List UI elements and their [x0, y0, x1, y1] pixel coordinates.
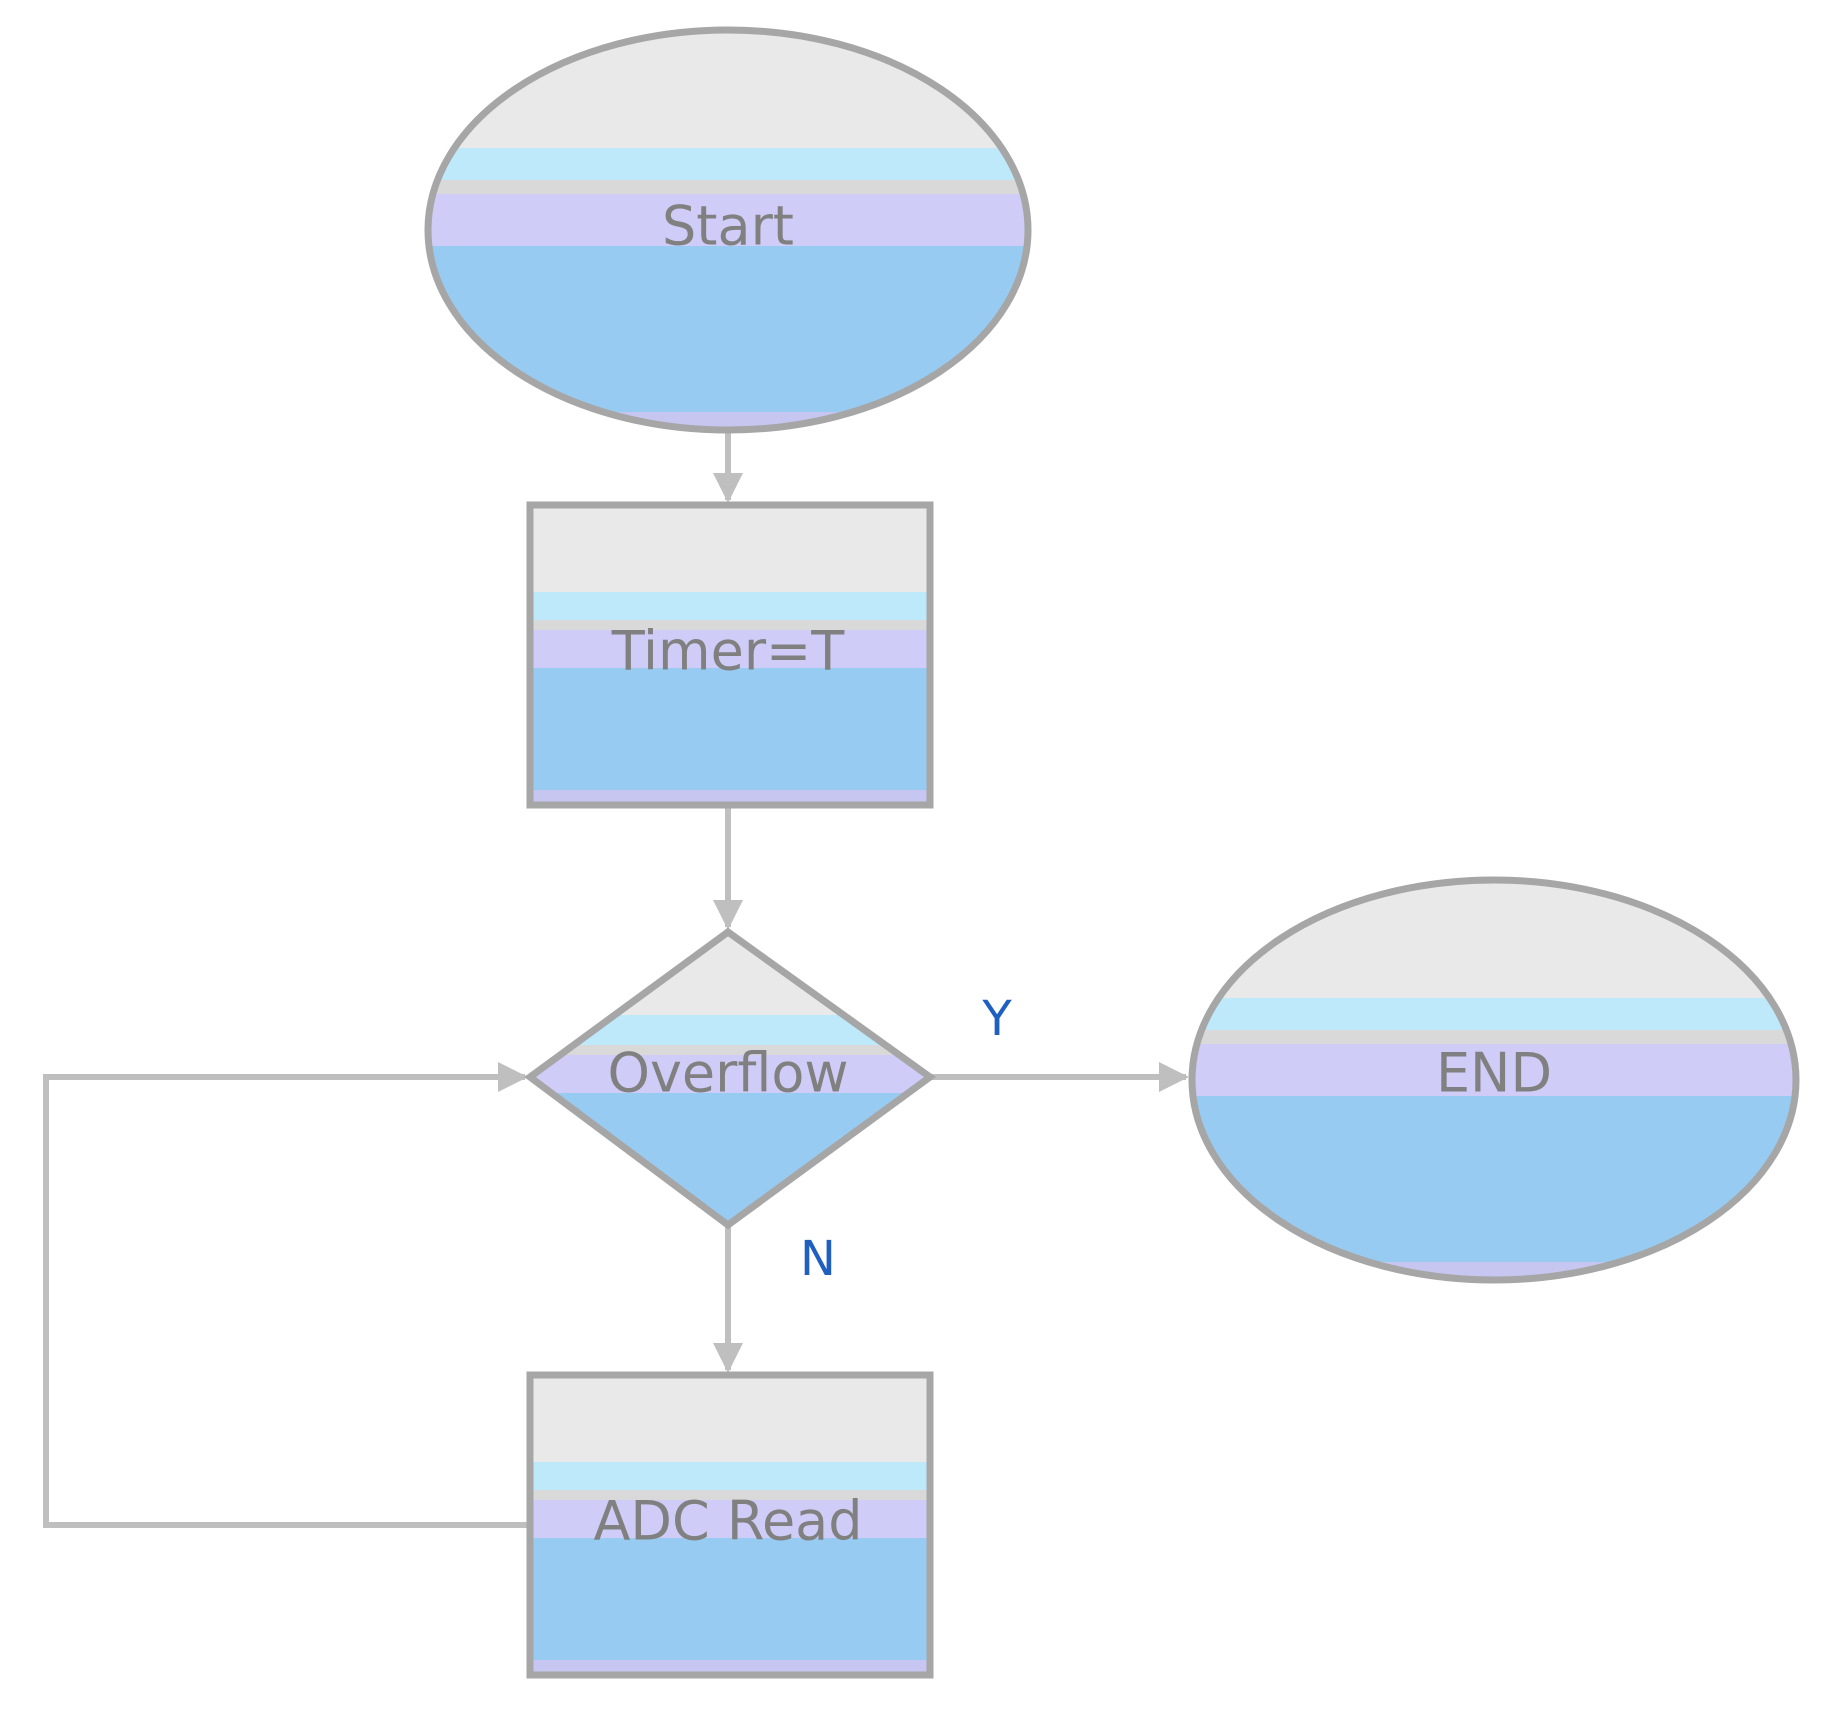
start-node-outline	[424, 26, 1032, 434]
start-node: Start	[424, 26, 1032, 434]
timer-node: Timer=T	[526, 501, 934, 809]
end-node: END	[1188, 876, 1800, 1284]
overflow-node: Overflow	[524, 927, 936, 1230]
overflow-node-outline	[524, 927, 936, 1230]
adc-read-node-label: ADC Read	[593, 1490, 862, 1553]
overflow-node-label: Overflow	[607, 1042, 848, 1105]
timer-node-outline	[526, 501, 934, 809]
adc-read-node-outline	[526, 1371, 934, 1679]
timer-node-label: Timer=T	[611, 620, 846, 683]
edge-adc-loop-to-overflow	[43, 1062, 530, 1528]
branch-label-no: N	[800, 1231, 836, 1287]
end-node-label: END	[1436, 1042, 1552, 1105]
start-node-label: Start	[662, 195, 794, 258]
connectors	[43, 432, 1189, 1528]
branch-label-yes: Y	[981, 991, 1012, 1047]
timer-node-fill	[530, 505, 930, 805]
end-node-outline	[1188, 876, 1800, 1284]
adc-read-node: ADC Read	[526, 1371, 934, 1679]
adc-read-node-fill	[530, 1375, 930, 1675]
